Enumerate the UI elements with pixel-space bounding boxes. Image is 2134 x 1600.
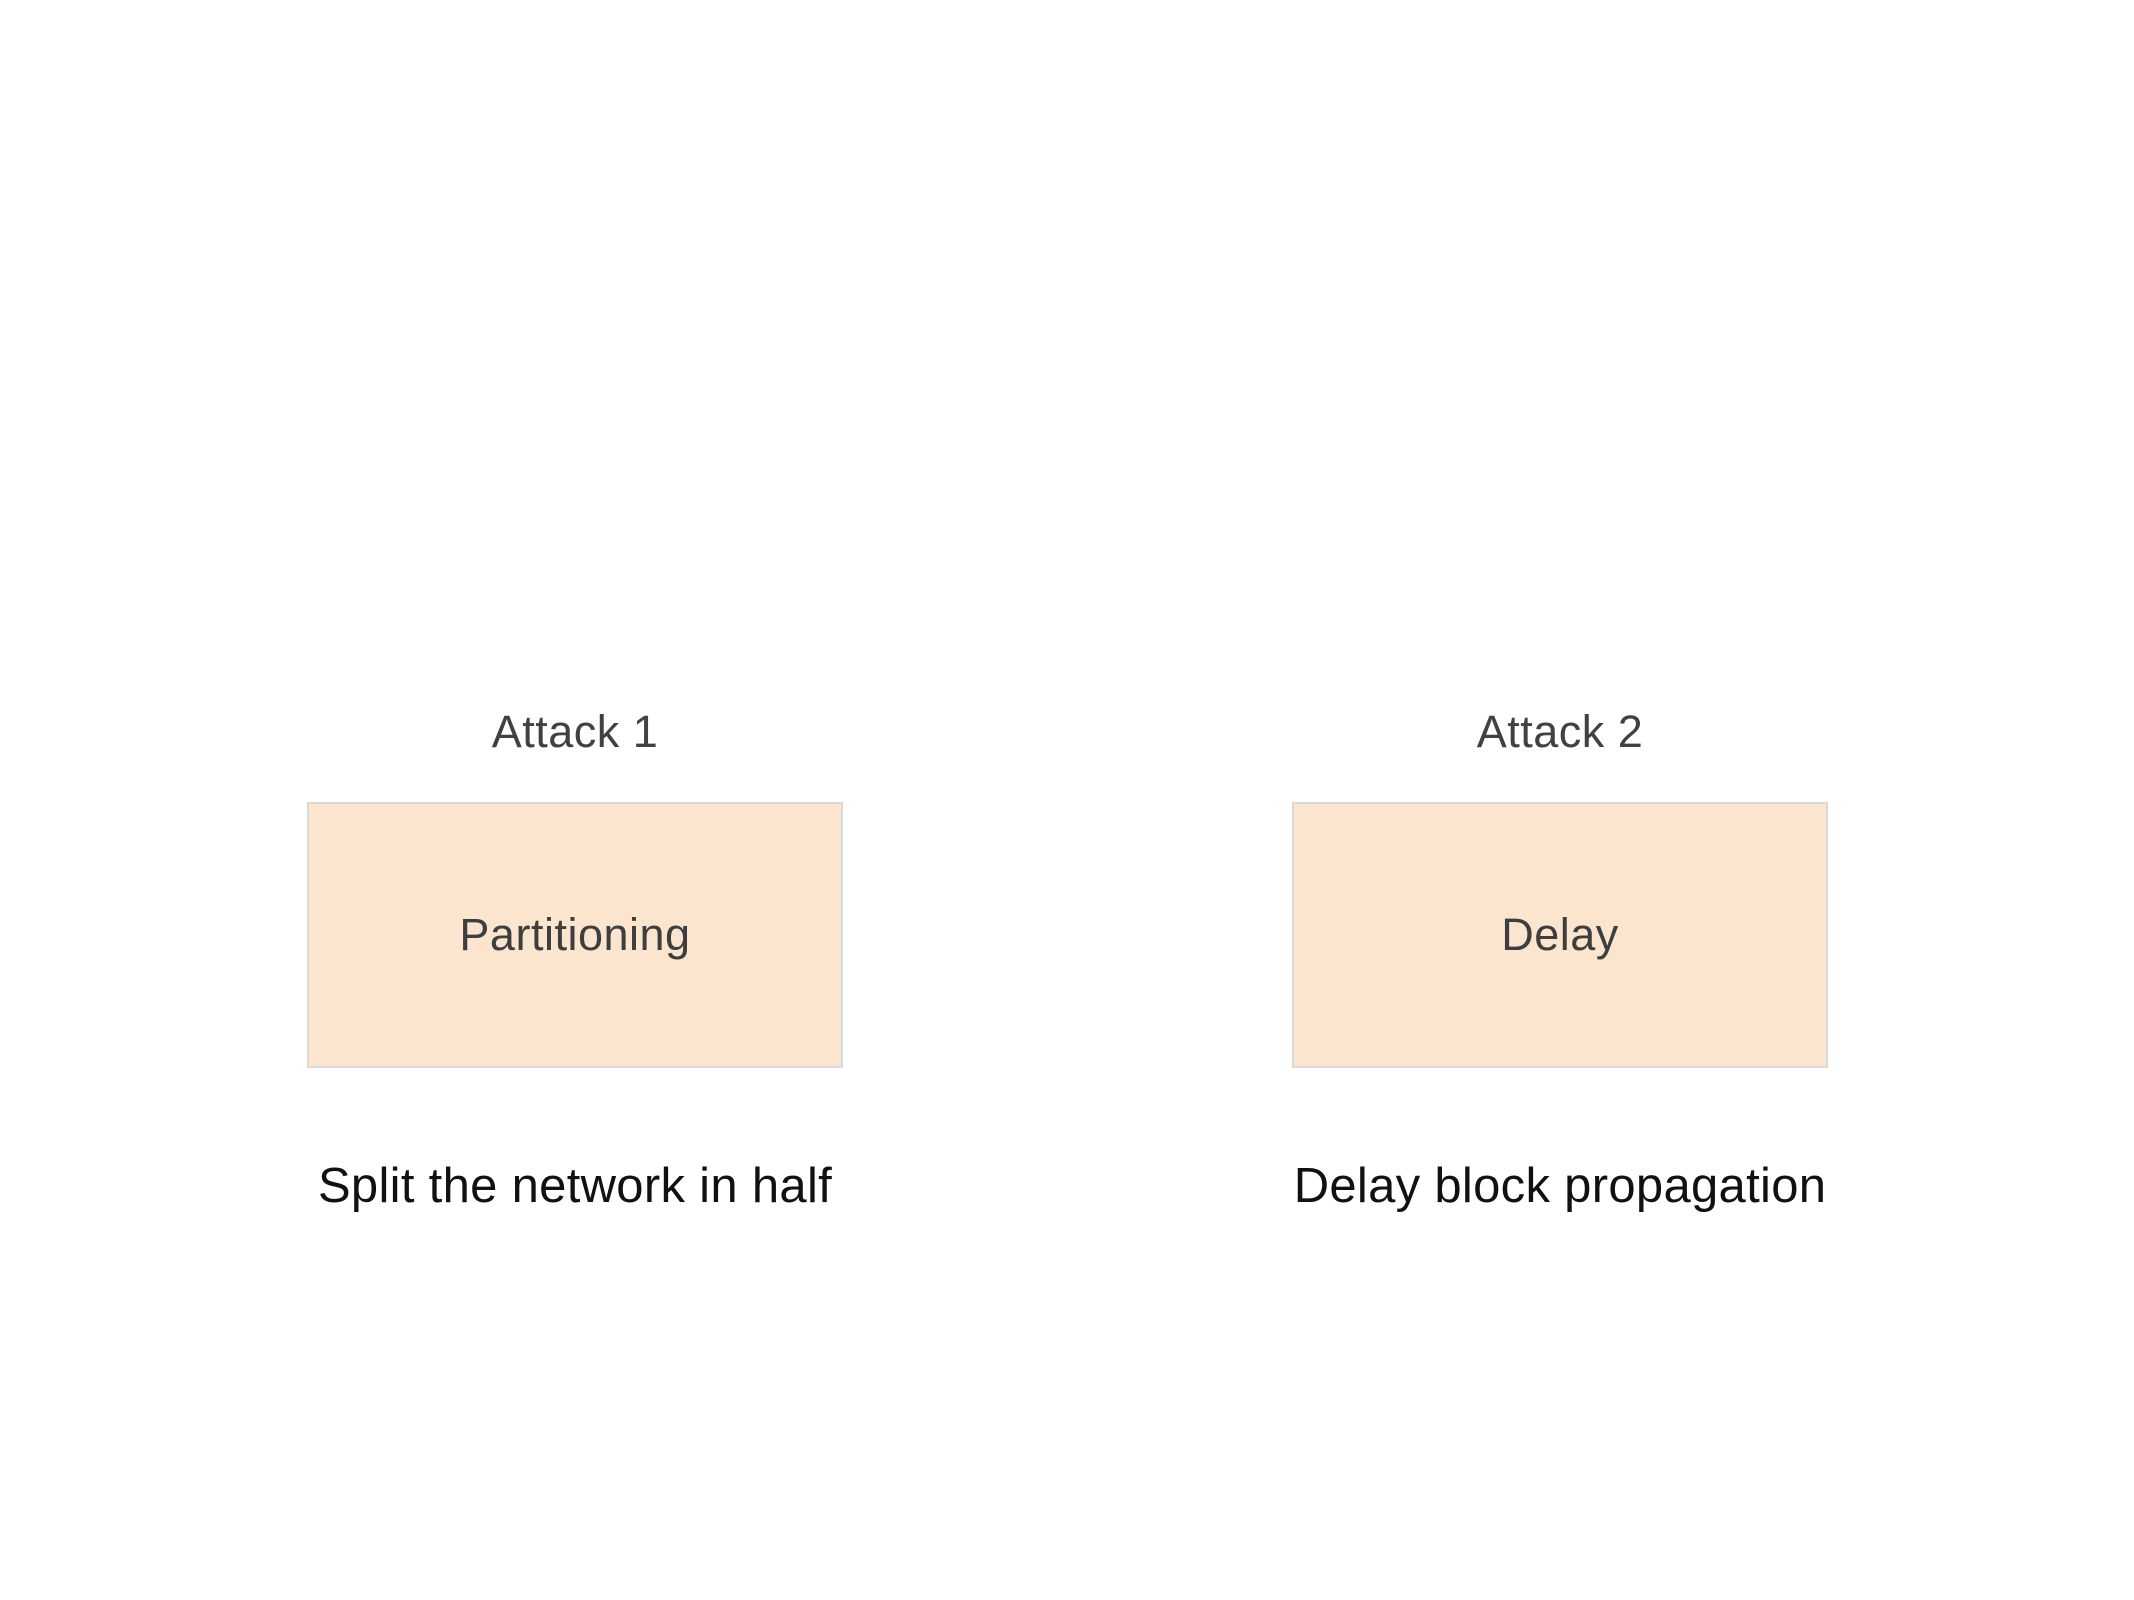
attack-2-column: Attack 2 Delay Delay block propagation	[1292, 0, 1828, 1600]
attack-1-column: Attack 1 Partitioning Split the network …	[307, 0, 843, 1600]
attack-2-box: Delay	[1292, 802, 1828, 1068]
attack-1-caption: Split the network in half	[317, 1159, 833, 1213]
attack-1-heading: Attack 1	[491, 706, 659, 757]
attack-2-box-label: Delay	[1501, 909, 1619, 960]
attack-2-heading: Attack 2	[1476, 706, 1644, 757]
attack-2-caption: Delay block propagation	[1293, 1159, 1827, 1213]
attack-1-box: Partitioning	[307, 802, 843, 1068]
attack-1-box-label: Partitioning	[459, 909, 691, 960]
